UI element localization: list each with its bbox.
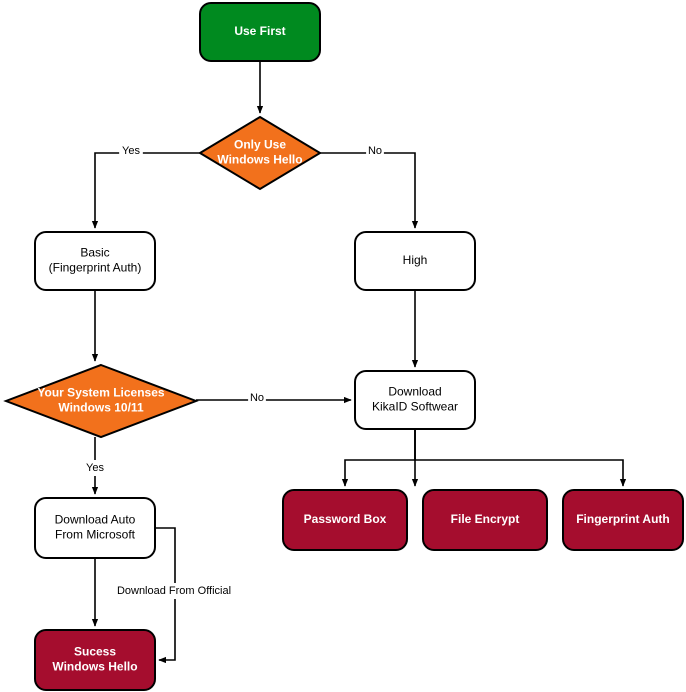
flow-node-file-encrypt[interactable]: File Encrypt [422,489,548,551]
edge-label: Download From Official [117,585,231,597]
node-label-line: File Encrypt [451,512,520,526]
node-label-line: Windows Hello [52,660,137,674]
flow-node-fingerprint-auth[interactable]: Fingerprint Auth [562,489,684,551]
flow-node-basic[interactable]: Basic(Fingerprint Auth) [34,231,156,291]
process-shape [34,497,156,559]
node-label-line: (Fingerprint Auth) [49,261,142,275]
process-shape [34,629,156,691]
flow-node-use-first[interactable]: Use First [199,2,321,62]
edge-path [414,429,627,487]
node-label-line: Only Use [234,138,286,152]
flow-edge: No [196,390,352,406]
node-label-line: Sucess [74,645,116,659]
process-shape [282,489,408,551]
edge-label: No [368,145,382,157]
decision-shape [198,115,322,191]
process-shape [199,2,321,62]
flow-edge: No [320,143,419,229]
node-label-line: Fingerprint Auth [576,512,670,526]
process-shape [422,489,548,551]
flow-node-password-box[interactable]: Password Box [282,489,408,551]
node-label-line: Password Box [304,512,387,526]
node-label-line: KikaID Softwear [372,400,458,414]
edge-path [320,152,419,229]
node-label-line: Basic [80,246,109,260]
node-label-line: From Microsoft [55,528,136,542]
node-label-line: High [403,253,428,267]
process-shape [354,370,476,430]
edge-label: No [250,392,264,404]
node-label-line: Use First [234,24,285,38]
flow-node-high[interactable]: High [354,231,476,291]
node-label-line: Download Auto [55,513,136,527]
node-label-line: Windows 10/11 [58,401,144,415]
flow-edge [341,429,416,487]
edge-path [341,429,416,487]
edge-label-backdrop [366,143,384,159]
decision-shape [3,363,199,439]
edge-label-backdrop [83,460,107,476]
node-label-line: Download [388,385,441,399]
process-shape [562,489,684,551]
flow-edge: Yes [91,143,200,229]
edge-path [91,152,200,229]
process-shape [34,231,156,291]
node-label-line: Your System Licenses [37,386,164,400]
flow-edge: Yes [83,437,107,495]
flow-edge: Download From Official [106,527,242,664]
node-label-line: Windows Hello [217,153,302,167]
edge-label-backdrop [106,583,242,599]
process-shape [354,231,476,291]
edge-label-backdrop [248,390,266,406]
edge-label-backdrop [119,143,143,159]
edge-label: Yes [122,145,140,157]
flow-edge [414,429,627,487]
edge-label: Yes [86,462,104,474]
